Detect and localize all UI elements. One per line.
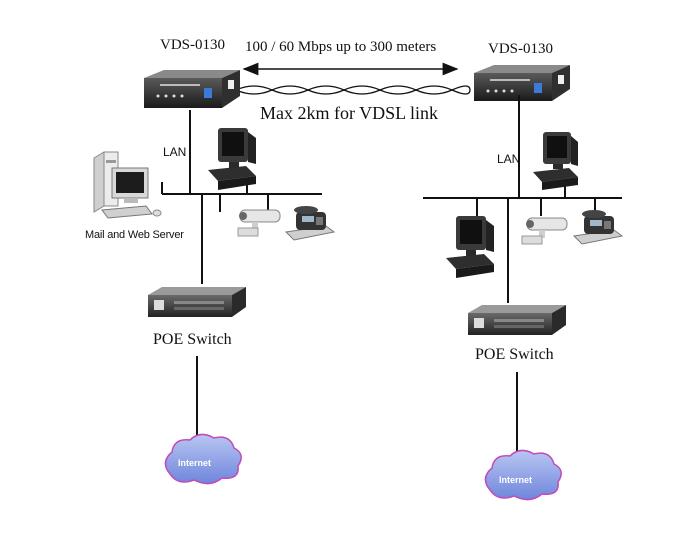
poe-switch-right-icon: [468, 305, 566, 335]
poe-switch-left-icon: [148, 287, 246, 317]
lan-right: [423, 95, 622, 303]
ip-phone-left-icon: [284, 206, 336, 241]
internet-cloud-right-icon: Internet: [484, 449, 562, 501]
desktop-pc-right-bottom-icon: [446, 216, 494, 278]
twisted-pair-cable-b: [235, 85, 471, 95]
lan-right-label: LAN: [497, 152, 521, 166]
device-label-right: VDS-0130: [488, 41, 554, 57]
lan-left: [161, 110, 322, 284]
internet-right-label: Internet: [499, 475, 532, 485]
lan-left-label: LAN: [163, 145, 187, 159]
ip-phone-right-icon: [572, 210, 624, 245]
internet-cloud-left-icon: Internet: [164, 433, 242, 485]
ip-camera-right-icon: [521, 217, 568, 245]
ip-camera-left-icon: [237, 209, 281, 237]
internet-left-label: Internet: [178, 458, 211, 468]
vdsl-converter-left-icon: [144, 70, 240, 108]
distance-label: Max 2km for VDSL link: [260, 103, 438, 123]
desktop-pc-right-top-icon: [533, 132, 578, 190]
mail-web-server-icon: [93, 151, 162, 219]
device-label-left: VDS-0130: [160, 37, 226, 53]
vdsl-converter-right-icon: [474, 65, 570, 101]
speed-label: 100 / 60 Mbps up to 300 meters: [245, 39, 437, 55]
desktop-pc-left-icon: [208, 128, 256, 190]
poe-switch-right-label: POE Switch: [475, 346, 554, 363]
server-label: Mail and Web Server: [85, 229, 184, 241]
twisted-pair-cable-a: [235, 85, 471, 95]
poe-switch-left-label: POE Switch: [153, 331, 232, 348]
vdsl-link: [235, 62, 471, 95]
